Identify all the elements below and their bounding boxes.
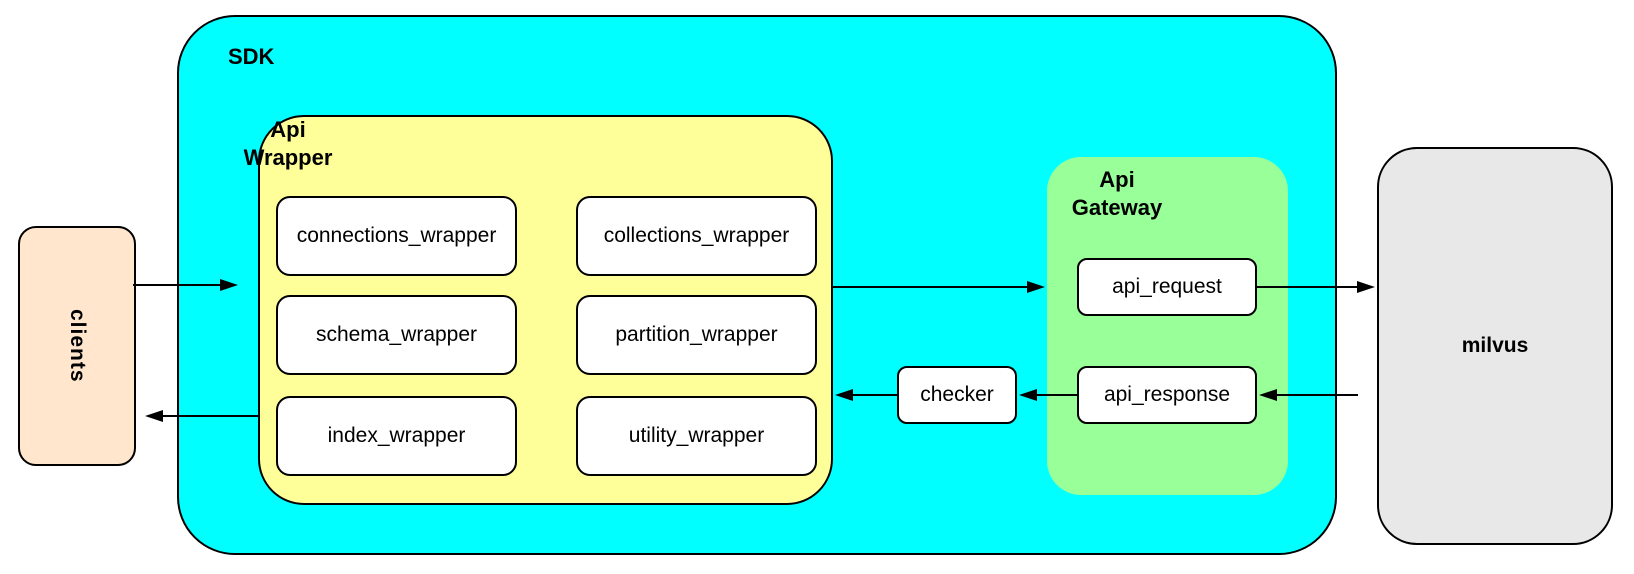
module-box-partition-wrapper: partition_wrapper (576, 295, 817, 375)
arrow-wrapper-to-gateway (833, 281, 1045, 293)
arrow-request-to-milvus (1257, 281, 1375, 293)
arrow-line (1273, 394, 1358, 396)
module-label: index_wrapper (327, 424, 466, 447)
arrow-response-to-checker (1019, 389, 1077, 401)
arrow-line (1257, 286, 1361, 288)
module-box-connections-wrapper: connections_wrapper (276, 196, 517, 276)
api-wrapper-label-line1: Api (270, 117, 306, 142)
arrow-line (1033, 394, 1077, 396)
arrow-milvus-to-response (1259, 389, 1358, 401)
arrow-line (133, 284, 224, 286)
arrowhead-right-icon (1027, 281, 1045, 293)
api-response-label: api_response (1103, 383, 1231, 406)
arrowhead-left-icon (1259, 389, 1277, 401)
module-label: utility_wrapper (628, 424, 765, 447)
arrow-sdk-to-clients (145, 410, 258, 422)
arrowhead-left-icon (835, 389, 853, 401)
arrowhead-left-icon (145, 410, 163, 422)
clients-box: clients (18, 226, 136, 466)
module-label: collections_wrapper (603, 224, 790, 247)
module-box-collections-wrapper: collections_wrapper (576, 196, 817, 276)
checker-box: checker (897, 366, 1017, 424)
api-wrapper-label: Api Wrapper (218, 116, 358, 172)
module-box-utility-wrapper: utility_wrapper (576, 396, 817, 476)
clients-label: clients (66, 309, 89, 383)
module-label: partition_wrapper (615, 323, 778, 346)
api-gateway-label: Api Gateway (1047, 166, 1187, 222)
arrowhead-left-icon (1019, 389, 1037, 401)
milvus-box: milvus (1377, 147, 1613, 545)
api-wrapper-label-line2: Wrapper (243, 145, 333, 170)
arrow-clients-to-sdk (133, 279, 238, 291)
arrow-checker-to-wrapper (835, 389, 897, 401)
milvus-label: milvus (1461, 334, 1529, 357)
module-label: schema_wrapper (315, 323, 478, 346)
api-request-box: api_request (1077, 258, 1257, 316)
api-gateway-label-line1: Api (1099, 167, 1135, 192)
arrowhead-right-icon (1357, 281, 1375, 293)
api-gateway-label-line2: Gateway (1071, 195, 1163, 220)
module-box-schema-wrapper: schema_wrapper (276, 295, 517, 375)
sdk-label: SDK (228, 44, 275, 69)
module-label: connections_wrapper (296, 224, 497, 247)
api-gateway-container (1047, 157, 1288, 495)
checker-label: checker (920, 383, 994, 406)
api-request-label: api_request (1112, 275, 1222, 298)
arrowhead-right-icon (220, 279, 238, 291)
module-box-index-wrapper: index_wrapper (276, 396, 517, 476)
api-response-box: api_response (1077, 366, 1257, 424)
arrow-line (833, 286, 1031, 288)
arrow-line (159, 415, 258, 417)
arrow-line (849, 394, 897, 396)
